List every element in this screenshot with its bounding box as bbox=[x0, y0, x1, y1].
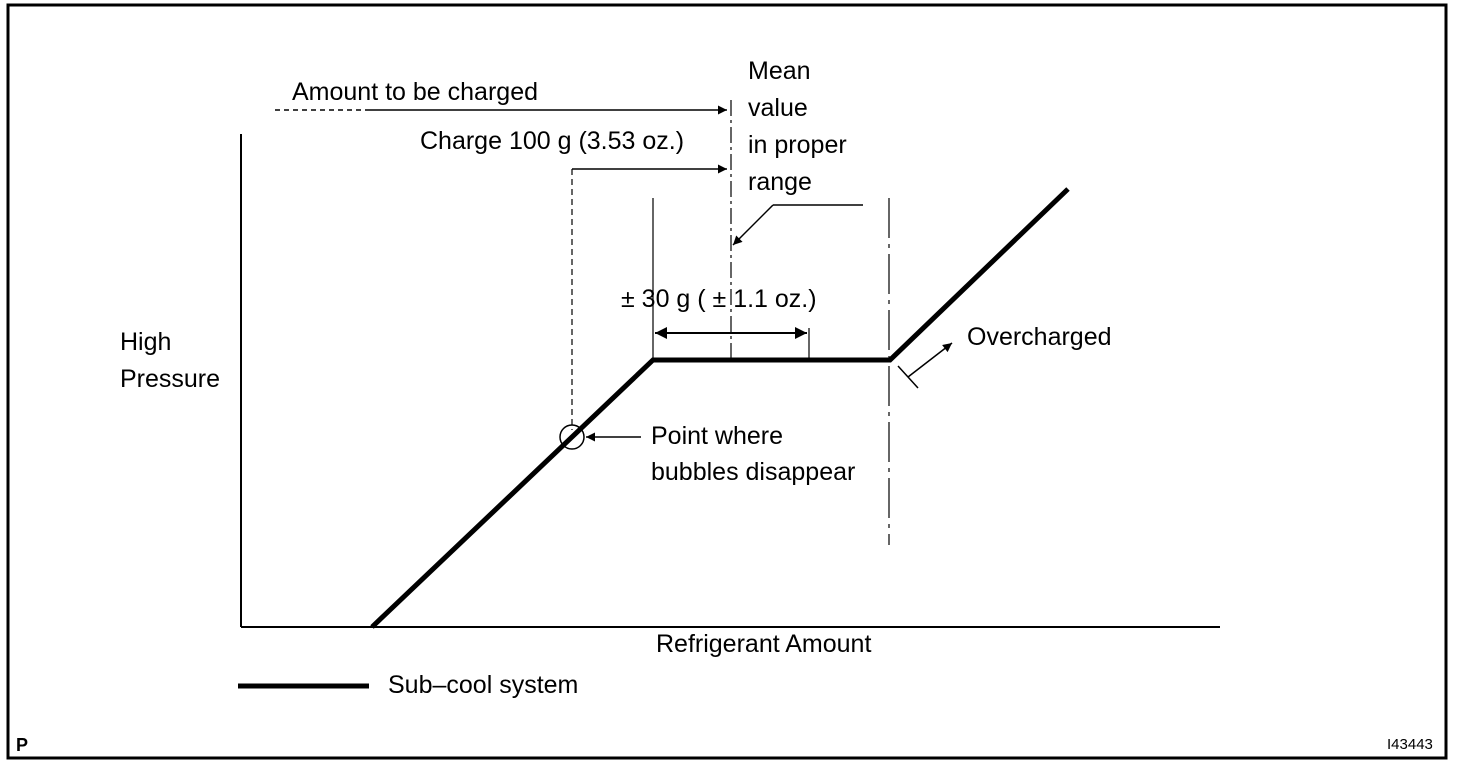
bubble-point-circle bbox=[559, 424, 585, 450]
mean-value-label-line-1: Mean bbox=[748, 57, 811, 85]
overcharged-label: Overcharged bbox=[967, 323, 1112, 351]
bubbles-label-line-1: Point where bbox=[651, 422, 784, 450]
tolerance-label: ± 30 g ( ± 1.1 oz.) bbox=[621, 285, 817, 313]
bubbles-label-line-2: bubbles disappear bbox=[651, 458, 856, 486]
outer-frame bbox=[6, 3, 1448, 760]
corner-p-label: P bbox=[16, 735, 29, 755]
mean-leader-arrow bbox=[732, 204, 774, 246]
figure-id-label: I43443 bbox=[1387, 736, 1433, 753]
mean-value-label-line-3: in proper bbox=[748, 131, 847, 159]
y-axis-label-line-1: High bbox=[120, 328, 172, 356]
amount-to-be-charged-label: Amount to be charged bbox=[292, 78, 538, 106]
mean-value-label-line-4: range bbox=[748, 168, 812, 196]
charge-100g-label: Charge 100 g (3.53 oz.) bbox=[420, 127, 685, 155]
x-axis-label: Refrigerant Amount bbox=[656, 630, 872, 658]
overcharged-arrow bbox=[907, 342, 953, 378]
mean-value-label-line-2: value bbox=[748, 94, 808, 122]
legend-label: Sub–cool system bbox=[388, 671, 579, 699]
sub-cool-curve bbox=[370, 187, 1070, 629]
y-axis-label-line-2: Pressure bbox=[120, 365, 221, 393]
